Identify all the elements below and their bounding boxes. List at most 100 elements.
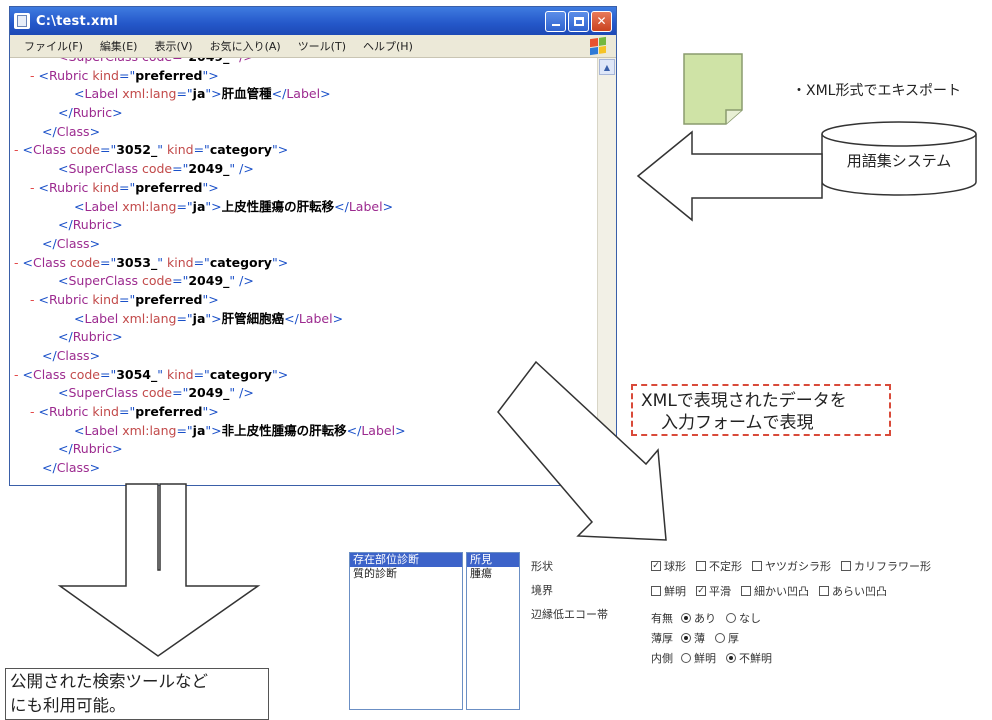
xml-line: </Rubric> [58, 105, 123, 121]
option-radio[interactable]: あり [681, 610, 716, 626]
radio-group-label: 内側 [651, 652, 673, 665]
option-checkbox[interactable]: 不定形 [696, 558, 742, 574]
scroll-up-button[interactable]: ▲ [599, 59, 615, 75]
menu-file[interactable]: ファイル(F) [24, 40, 83, 53]
option-checkbox[interactable]: 鮮明 [651, 583, 686, 599]
finding-type-list[interactable]: 所見腫瘍 [466, 552, 520, 710]
xml-line: <SuperClass code="2049_" /> [58, 273, 254, 289]
halo-thickness-options: 薄厚薄厚 [651, 630, 749, 646]
collapse-toggle[interactable]: - [14, 254, 23, 270]
close-button[interactable]: ✕ [591, 10, 612, 32]
checkbox-label: 球形 [664, 560, 686, 573]
halo-presence-options: 有無ありなし [651, 610, 771, 626]
window-controls: ✕ [545, 10, 612, 32]
option-checkbox[interactable]: 細かい凹凸 [741, 583, 809, 599]
checkbox[interactable] [741, 586, 751, 596]
xml-line: <Label xml:lang="ja">非上皮性腫瘍の肝転移</Label> [74, 422, 406, 438]
xml-line: <Label xml:lang="ja">肝管細胞癌</Label> [74, 310, 344, 326]
browser-window: C:\test.xml ✕ ファイル(F) 編集(E) 表示(V) お気に入り(… [9, 6, 617, 486]
document-area: <SuperClass code="2049_" /> - <Rubric kin… [10, 58, 616, 485]
inner-edge-options: 内側 鮮明不鮮明 [651, 650, 782, 666]
radio-button[interactable] [726, 613, 736, 623]
xml-line: </Class> [42, 348, 101, 363]
radio-button[interactable] [681, 653, 691, 663]
checkbox-label: あらい凹凸 [832, 585, 887, 598]
radio-button[interactable] [726, 653, 736, 663]
option-radio[interactable]: 厚 [715, 630, 739, 646]
maximize-button[interactable] [568, 10, 589, 32]
xml-line: - <Class code="3052_" kind="category"> [14, 142, 289, 158]
diagnosis-category-item[interactable]: 存在部位診断 [350, 553, 462, 567]
vertical-scrollbar[interactable]: ▲ [597, 58, 616, 485]
xml-line: </Class> [42, 123, 101, 139]
checkbox[interactable] [841, 561, 851, 571]
xml-line: - <Class code="3053_" kind="category"> [14, 254, 289, 270]
title-bar: C:\test.xml ✕ [10, 7, 616, 35]
xml-line: </Rubric> [58, 329, 123, 345]
collapse-toggle[interactable]: - [30, 179, 39, 195]
arrow-down-icon [57, 483, 261, 657]
option-radio[interactable]: 不鮮明 [726, 650, 772, 666]
xml-line: - <Rubric kind="preferred"> [30, 291, 219, 307]
field-label-border: 境界 [531, 584, 553, 597]
callout-line-1: XMLで表現されたデータを [641, 391, 847, 411]
maximize-icon [573, 16, 584, 26]
collapse-toggle[interactable]: - [14, 142, 23, 158]
checkbox[interactable]: ✓ [651, 561, 661, 571]
finding-type-item[interactable]: 所見 [467, 553, 519, 567]
option-checkbox[interactable]: カリフラワー形 [841, 558, 931, 574]
checkbox[interactable] [696, 561, 706, 571]
finding-type-item[interactable]: 腫瘍 [470, 567, 492, 580]
xml-line: - <Rubric kind="preferred"> [30, 179, 219, 195]
radio-label: なし [739, 612, 761, 625]
xml-line: </Rubric> [58, 441, 123, 457]
glossary-system-label: 用語集システム [846, 152, 952, 170]
arrow-left-icon [636, 130, 823, 222]
field-label-halo: 辺縁低エコー帯 [531, 608, 608, 621]
menu-edit[interactable]: 編集(E) [99, 40, 138, 53]
checkbox-label: カリフラワー形 [854, 560, 931, 573]
option-checkbox[interactable]: ✓平滑 [696, 583, 731, 599]
radio-button[interactable] [715, 633, 725, 643]
checkbox[interactable]: ✓ [696, 586, 706, 596]
checkbox-label: 不定形 [709, 560, 742, 573]
radio-button[interactable] [681, 633, 691, 643]
collapse-toggle[interactable]: - [14, 366, 23, 382]
minimize-button[interactable] [545, 10, 566, 32]
checkbox[interactable] [752, 561, 762, 571]
document-icon [14, 13, 30, 29]
checkbox-label: 平滑 [709, 585, 731, 598]
xml-line: </Class> [42, 235, 101, 251]
checkbox-label: 細かい凹凸 [754, 585, 809, 598]
option-radio[interactable]: 薄 [681, 630, 705, 646]
radio-button[interactable] [681, 613, 691, 623]
radio-label: 鮮明 [694, 652, 716, 665]
option-checkbox[interactable]: ✓球形 [651, 558, 686, 574]
diagnosis-category-list[interactable]: 存在部位診断質的診断 [349, 552, 463, 710]
bottom-note-line-2: にも利用可能。 [10, 696, 126, 715]
checkbox-label: 鮮明 [664, 585, 686, 598]
collapse-toggle[interactable]: - [30, 404, 39, 420]
xml-line: </Class> [42, 460, 101, 476]
menu-tools[interactable]: ツール(T) [297, 40, 346, 53]
menu-favorites[interactable]: お気に入り(A) [209, 40, 281, 53]
xml-line: <Label xml:lang="ja">肝血管種</Label> [74, 86, 331, 102]
option-checkbox[interactable]: あらい凹凸 [819, 583, 887, 599]
export-note: ・XML形式でエキスポート [792, 83, 962, 99]
xml-line: - <Rubric kind="preferred"> [30, 67, 219, 83]
collapse-toggle[interactable]: - [30, 67, 39, 83]
menu-help[interactable]: ヘルプ(H) [363, 40, 413, 53]
diagnosis-category-item[interactable]: 質的診断 [353, 567, 397, 580]
option-radio[interactable]: なし [726, 610, 761, 626]
collapse-toggle[interactable]: - [30, 291, 39, 307]
menu-view[interactable]: 表示(V) [154, 40, 193, 53]
checkbox[interactable] [651, 586, 661, 596]
form-representation-callout: XMLで表現されたデータを 入力フォームで表現 [631, 384, 891, 436]
option-checkbox[interactable]: ヤツガシラ形 [752, 558, 831, 574]
radio-label: 薄 [694, 632, 705, 645]
radio-label: 厚 [728, 632, 739, 645]
callout-line-2: 入力フォームで表現 [661, 413, 814, 433]
checkbox[interactable] [819, 586, 829, 596]
xml-line: - <Class code="3054_" kind="category"> [14, 366, 289, 382]
option-radio[interactable]: 鮮明 [681, 650, 716, 666]
